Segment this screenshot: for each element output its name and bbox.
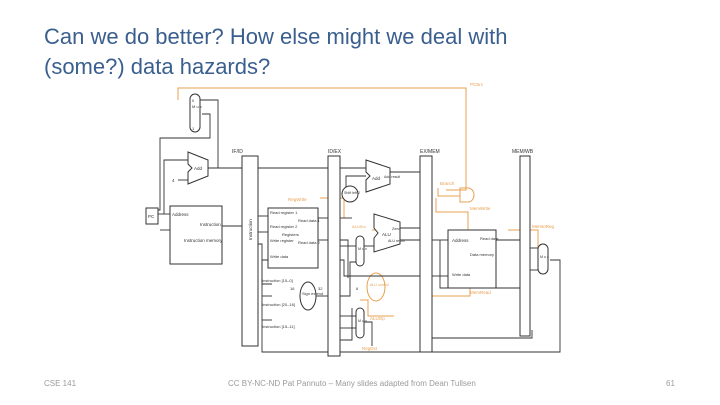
reg-read-data-1: Read data 1 (298, 218, 321, 223)
sign-extend-in-16: 16 (290, 286, 295, 291)
reg-write-register: Write register (270, 238, 294, 243)
memtoreg-label: MemtoReg (532, 224, 555, 229)
alu-result-label: ALU result (388, 239, 405, 243)
pc-mux-input-0: 0 (192, 98, 195, 103)
shift-left-2-label: Shift left 2 (344, 191, 360, 195)
register-file (267, 207, 319, 269)
regdst-label: RegDst (362, 346, 378, 351)
reg-read-register-1: Read register 1 (270, 210, 298, 215)
instr-15-11-label: Instruction [15–11] (262, 324, 295, 329)
mem-wb-register (519, 155, 531, 337)
sign-extend-unit (299, 281, 317, 311)
regdst-mux (355, 307, 365, 339)
branch-adder (365, 159, 391, 193)
sign-extend-label: Sign extend (302, 291, 323, 296)
branch-and-gate (459, 187, 475, 203)
branch-label: Branch (440, 181, 455, 186)
slide-title: Can we do better? How else might we deal… (44, 22, 684, 82)
if-id-register (241, 155, 259, 347)
pcsrc-label: PCSrc (470, 82, 484, 87)
regwrite-label: RegWrite (288, 197, 307, 202)
branch-adder-label: Add (372, 176, 381, 181)
instruction-memory (169, 205, 223, 265)
pipeline-registers (241, 155, 531, 357)
id-ex-label: ID/EX (328, 149, 342, 155)
pcsrc-line (177, 87, 467, 191)
ex-mem-register (419, 155, 433, 353)
reg-write-data: Write data (270, 254, 289, 259)
data-memory-address: Address (452, 238, 469, 243)
if-id-instruction-label: Instruction (248, 219, 253, 240)
pc-adder (187, 151, 209, 185)
reg-read-register-2: Read register 2 (270, 224, 298, 229)
data-memory-write-data: Write data (452, 272, 471, 277)
instruction-memory-address: Address (172, 212, 189, 217)
pc-mux-label: M u x (192, 104, 202, 109)
pc-label: PC (148, 214, 155, 219)
registers-label: Registers (282, 232, 299, 237)
ex-mem-label: EX/MEM (420, 149, 440, 155)
alu-control-unit (366, 272, 386, 302)
writeback-mux-label: M u x (540, 255, 549, 259)
data-memory-read-data: Read data (480, 236, 499, 241)
slide-title-line-1: Can we do better? How else might we deal… (44, 24, 508, 49)
footer-credits: CC BY-NC-ND Pat Pannuto – Many slides ad… (228, 379, 476, 388)
memread-label: MemRead (470, 290, 491, 295)
data-memory-label: Data memory (470, 252, 494, 257)
alusrc-label: ALUSrc (352, 224, 366, 229)
data-memory (447, 229, 497, 289)
pc-adder-label: Add (194, 166, 203, 171)
alu-control-in-6: 6 (356, 286, 359, 291)
main-alu (373, 213, 401, 253)
pc-mux (189, 93, 201, 133)
instruction-memory-label: Instruction memory (184, 238, 223, 243)
mem-wb-label: MEM/WB (512, 149, 534, 155)
instr-15-0-label: Instruction [15–0] (262, 278, 293, 283)
alusrc-mux (355, 235, 365, 267)
sign-extend-out-32: 32 (318, 286, 323, 291)
pc-register (145, 207, 159, 225)
footer-course: CSE 141 (44, 379, 77, 388)
footer-page-number: 61 (666, 379, 675, 388)
aluop-line (360, 299, 394, 317)
instruction-memory-output: Instruction (200, 222, 221, 227)
alu-zero-label: Zero (392, 226, 401, 231)
branch-line (437, 188, 460, 197)
alu-label: ALU (382, 232, 391, 237)
memwrite-label: MemWrite (470, 206, 491, 211)
writeback-mux (537, 243, 549, 275)
constant-4: 4 (172, 178, 175, 183)
regdst-mux-label: M u x (358, 319, 367, 323)
branch-add-result-label: Add result (384, 175, 400, 179)
id-ex-register (327, 155, 341, 357)
reg-read-data-2: Read data 2 (298, 240, 321, 245)
memwrite-line (435, 198, 469, 230)
pc-mux-input-1: 1 (192, 126, 195, 131)
slide-title-line-2: (some?) data hazards? (44, 54, 271, 79)
if-id-label: IF/ID (232, 149, 243, 155)
aluop-label: ALUOp (370, 316, 385, 321)
memtoreg-line (508, 229, 539, 248)
shift-left-2-unit (341, 185, 359, 203)
alusrc-mux-label: M u x (358, 247, 367, 251)
instr-20-16-label: Instruction [20–16] (262, 302, 295, 307)
alu-control-label: ALU control (370, 283, 389, 287)
